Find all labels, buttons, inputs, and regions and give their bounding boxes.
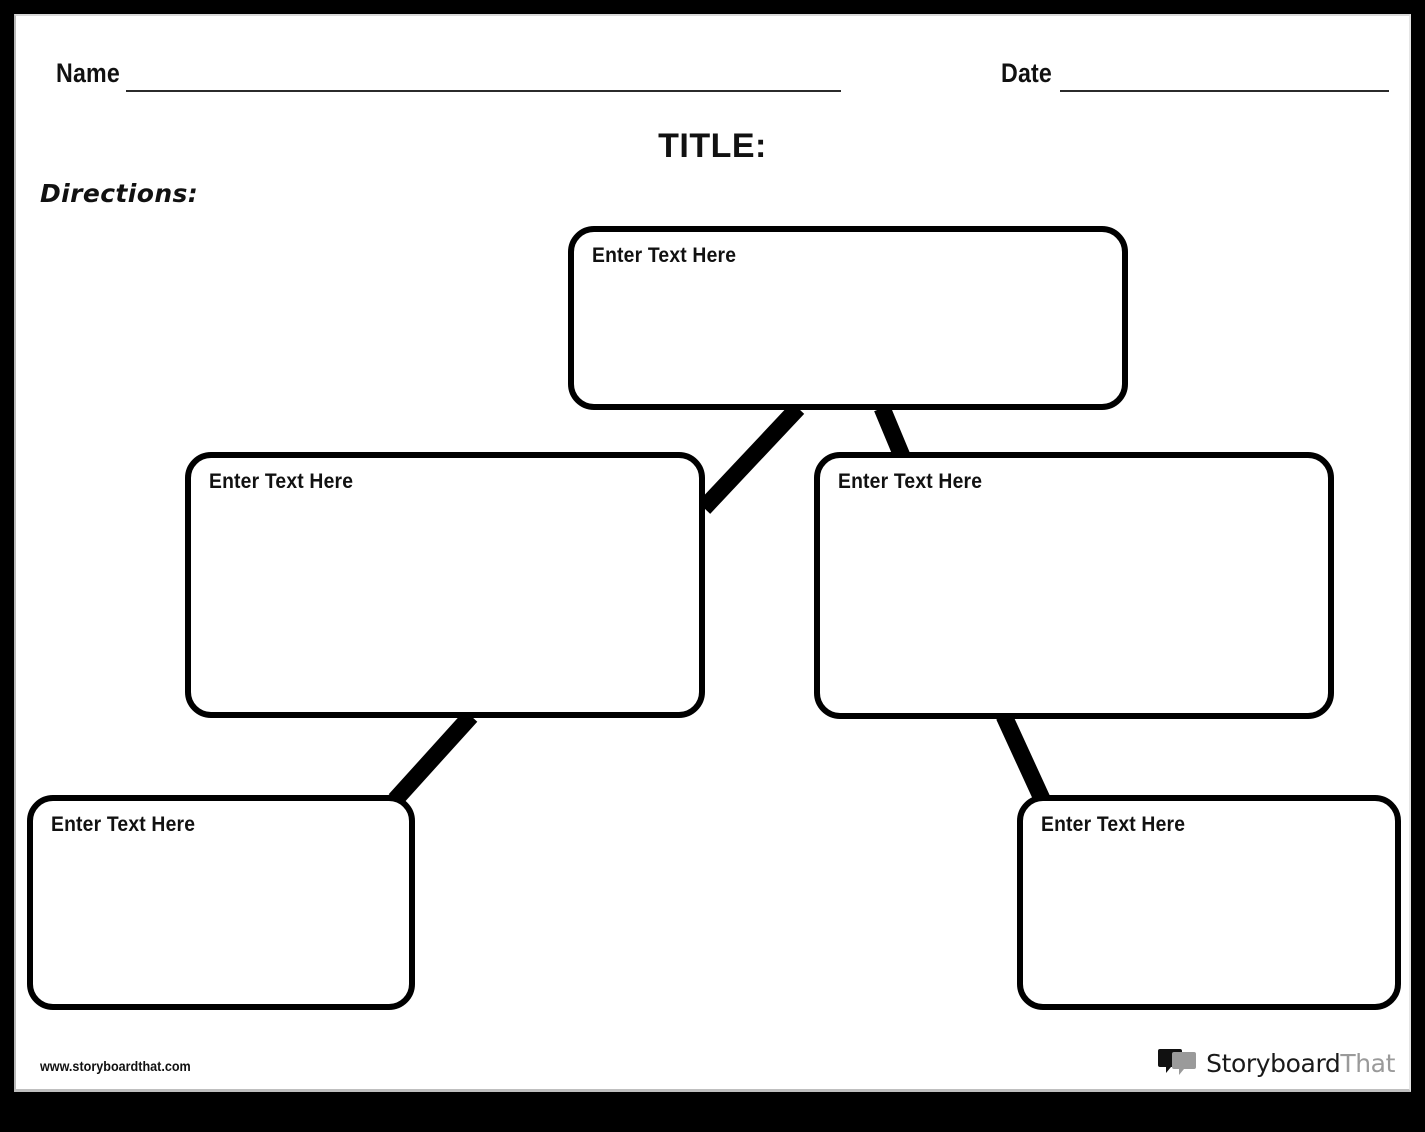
flow-box-bottom-left-label: Enter Text Here: [51, 813, 196, 836]
flow-box-middle-right[interactable]: Enter Text Here: [814, 452, 1334, 719]
date-label: Date: [1001, 58, 1053, 88]
flow-box-bottom-left[interactable]: Enter Text Here: [27, 795, 415, 1010]
brand-logo: StoryboardThat: [1158, 1047, 1395, 1079]
brand-wordmark: StoryboardThat: [1206, 1049, 1395, 1078]
flow-box-middle-left-label: Enter Text Here: [209, 470, 354, 493]
date-write-line[interactable]: [1060, 90, 1389, 92]
flow-box-middle-left[interactable]: Enter Text Here: [185, 452, 705, 718]
flow-box-top-label: Enter Text Here: [592, 244, 737, 267]
worksheet-page: Name Date TITLE: Directions: Enter Text …: [14, 14, 1411, 1092]
name-write-line[interactable]: [126, 90, 841, 92]
name-label: Name: [56, 58, 120, 88]
connector-middle-right-to-bottom-right: [996, 712, 1051, 805]
connector-top-to-middle-left: [697, 402, 805, 514]
connector-middle-left-to-bottom-left: [388, 710, 478, 806]
flow-box-bottom-right[interactable]: Enter Text Here: [1017, 795, 1401, 1010]
flow-box-bottom-right-label: Enter Text Here: [1041, 813, 1186, 836]
speech-bubbles-icon: [1158, 1049, 1197, 1075]
page-title: TITLE:: [658, 127, 767, 165]
connector-top-to-middle-right: [874, 404, 910, 460]
directions-label: Directions:: [40, 179, 199, 208]
site-url: www.storyboardthat.com: [40, 1058, 191, 1074]
brand-wordmark-secondary: That: [1340, 1048, 1395, 1078]
brand-wordmark-primary: Storyboard: [1206, 1048, 1341, 1078]
flow-box-middle-right-label: Enter Text Here: [838, 470, 983, 493]
flow-box-top[interactable]: Enter Text Here: [568, 226, 1128, 410]
